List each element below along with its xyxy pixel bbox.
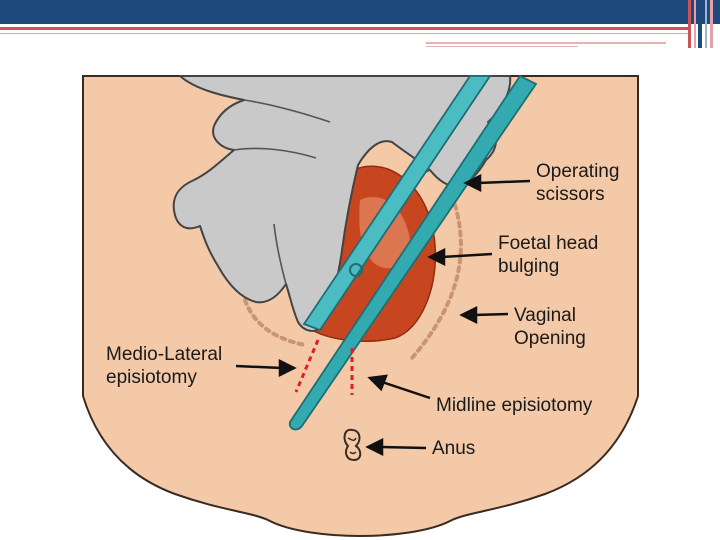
header-corner-stripes <box>688 0 713 48</box>
label-foetal-head: Foetal head bulging <box>498 233 599 277</box>
header-tick <box>426 46 578 47</box>
label-anus: Anus <box>432 438 476 459</box>
header-rule <box>0 27 690 30</box>
medio-lateral-incision <box>294 339 320 393</box>
label-operating-scissors: Operating scissors <box>536 161 620 205</box>
label-midline-episiotomy: Midline episiotomy <box>436 395 593 416</box>
header-tick <box>426 42 666 44</box>
vaginal-opening-outline <box>243 203 463 360</box>
glove-crease <box>233 99 431 285</box>
label-medio-lateral-episiotomy: Medio-Lateral episiotomy <box>106 344 223 388</box>
label-vaginal-opening: Vaginal Opening <box>514 305 586 349</box>
anus-icon <box>343 428 362 462</box>
scissors-icon <box>288 74 538 431</box>
header-rule-thin <box>0 33 690 34</box>
header-bar <box>0 0 720 24</box>
label-arrows <box>235 173 531 457</box>
